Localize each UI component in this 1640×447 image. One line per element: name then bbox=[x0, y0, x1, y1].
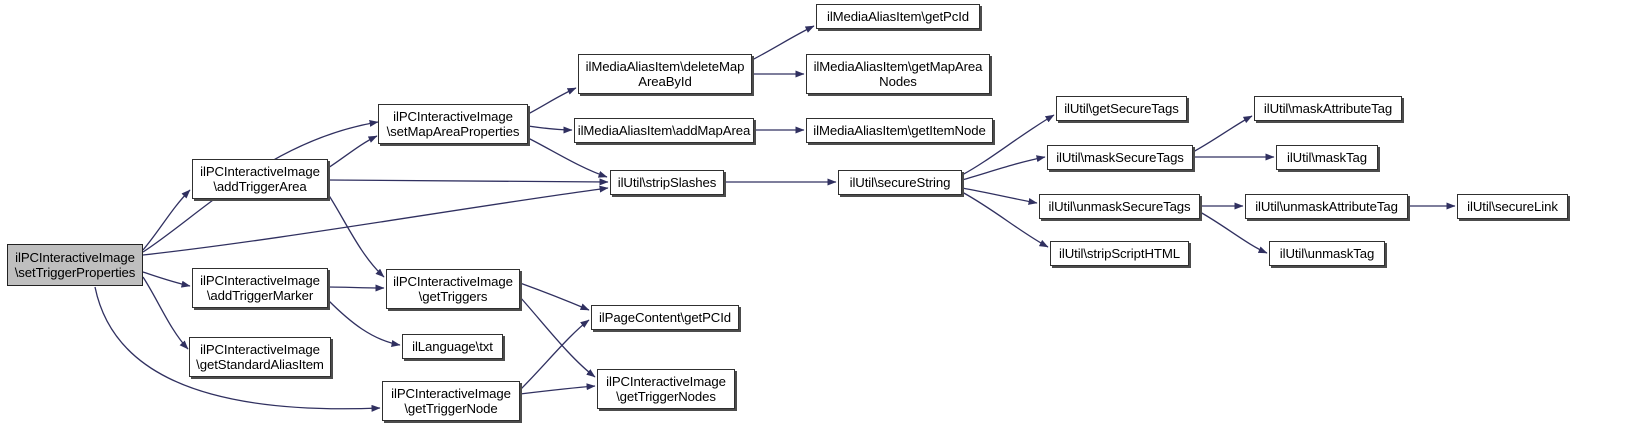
call-edge bbox=[527, 87, 577, 115]
call-edge bbox=[961, 155, 1046, 181]
graph-node[interactable]: ilPCInteractiveImage \addTriggerMarker bbox=[192, 268, 328, 308]
call-edge bbox=[327, 178, 609, 186]
graph-node[interactable]: ilMediaAliasItem\getItemNode bbox=[806, 118, 993, 143]
graph-node[interactable]: ilUtil\unmaskTag bbox=[1269, 241, 1385, 266]
graph-node[interactable]: ilUtil\stripScriptHTML bbox=[1050, 241, 1189, 266]
graph-node[interactable]: ilUtil\unmaskAttributeTag bbox=[1245, 194, 1408, 219]
graph-node[interactable]: ilUtil\secureString bbox=[838, 170, 962, 195]
graph-node[interactable]: ilUtil\maskSecureTags bbox=[1047, 145, 1193, 170]
call-edge bbox=[519, 319, 590, 391]
graph-node[interactable]: ilUtil\secureLink bbox=[1457, 194, 1568, 219]
call-edge bbox=[751, 25, 815, 61]
graph-node[interactable]: ilMediaAliasItem\getMapArea Nodes bbox=[806, 54, 990, 94]
call-edge bbox=[519, 383, 596, 395]
graph-node[interactable]: ilUtil\unmaskSecureTags bbox=[1039, 194, 1200, 219]
graph-node[interactable]: ilMediaAliasItem\deleteMap AreaById bbox=[578, 54, 752, 94]
call-edge bbox=[142, 276, 189, 350]
call-edge bbox=[527, 137, 608, 178]
graph-node[interactable]: ilPCInteractiveImage \getStandardAliasIt… bbox=[189, 337, 331, 377]
call-edge bbox=[142, 189, 191, 251]
call-edge bbox=[961, 191, 1049, 248]
graph-node[interactable]: ilLanguage\txt bbox=[402, 334, 503, 359]
graph-node[interactable]: ilPCInteractiveImage \setMapAreaProperti… bbox=[378, 104, 528, 144]
graph-node[interactable]: ilPCInteractiveImage \getTriggerNode bbox=[382, 381, 520, 421]
call-edge bbox=[519, 296, 596, 378]
graph-node[interactable]: ilUtil\stripSlashes bbox=[610, 170, 724, 195]
graph-node[interactable]: ilMediaAliasItem\addMapArea bbox=[574, 118, 754, 143]
call-edge bbox=[527, 125, 573, 134]
graph-node[interactable]: ilMediaAliasItem\getPcId bbox=[816, 4, 980, 29]
graph-node[interactable]: ilPCInteractiveImage \getTriggers bbox=[386, 269, 520, 309]
call-edge bbox=[327, 193, 385, 278]
call-edge bbox=[1192, 115, 1253, 153]
graph-node[interactable]: ilPCInteractiveImage \getTriggerNodes bbox=[597, 369, 735, 409]
graph-node-root[interactable]: ilPCInteractiveImage \setTriggerProperti… bbox=[7, 244, 143, 286]
graph-node[interactable]: ilPageContent\getPCId bbox=[591, 305, 739, 330]
call-edge bbox=[327, 135, 378, 169]
call-edge bbox=[142, 271, 191, 288]
call-edge bbox=[519, 282, 590, 311]
call-edge bbox=[327, 284, 385, 292]
graph-node[interactable]: ilPCInteractiveImage \addTriggerArea bbox=[192, 159, 328, 199]
graph-node[interactable]: ilUtil\getSecureTags bbox=[1056, 96, 1187, 121]
graph-node[interactable]: ilUtil\maskTag bbox=[1276, 145, 1378, 170]
graph-node[interactable]: ilUtil\maskAttributeTag bbox=[1254, 96, 1402, 121]
call-edge bbox=[961, 187, 1038, 205]
